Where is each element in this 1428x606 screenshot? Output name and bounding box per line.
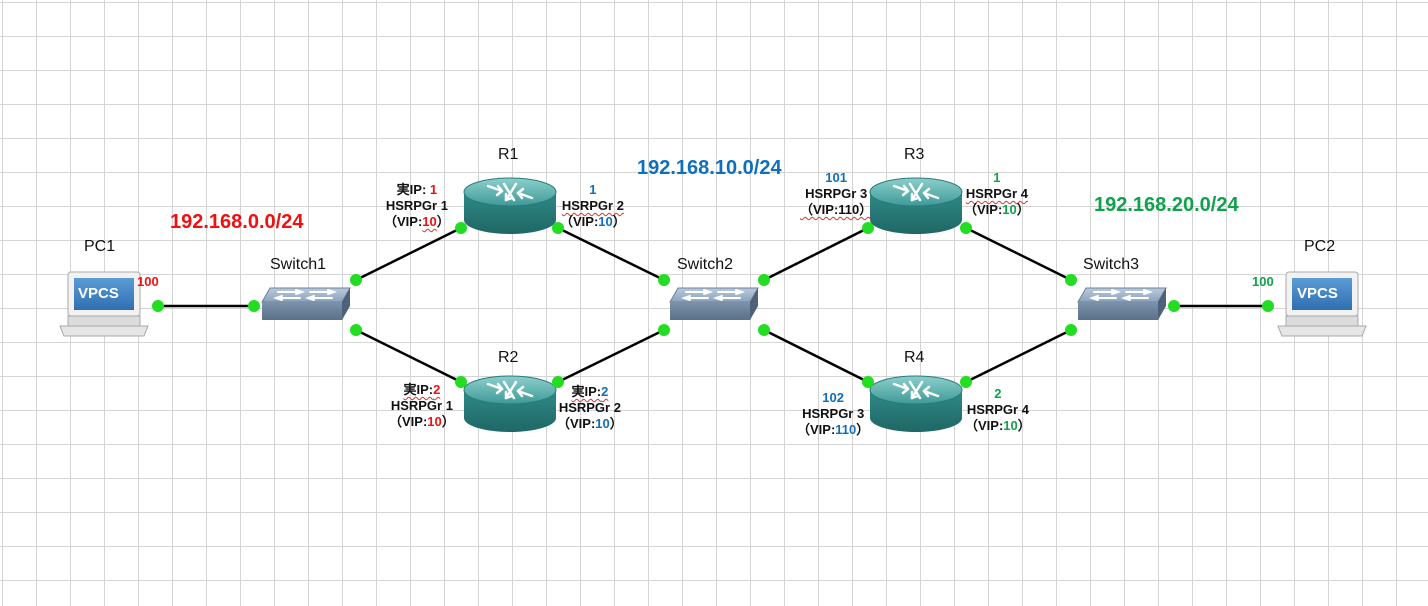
router-r1-icon[interactable] [462, 176, 558, 236]
r4-right-info: 2 HSRPGr 4 （VIP:10） [965, 386, 1031, 433]
switch3-icon[interactable] [1077, 287, 1167, 321]
r3-right-info: 1 HSRPGr 4 （VIP:10） [964, 170, 1030, 217]
port-dot [1262, 300, 1274, 312]
link-r3-switch3 [965, 226, 1072, 282]
r2-left-info: 実IP:2 HSRPGr 1 （VIP:10） [389, 382, 455, 429]
port-dot [455, 222, 467, 234]
r1-right-info: 1 HSRPGr 2 （VIP:10） [560, 182, 626, 229]
port-dots [152, 222, 1274, 388]
pc1-ip-label: 100 [137, 274, 159, 289]
port-dot [658, 324, 670, 336]
port-dot [455, 376, 467, 388]
port-dot [1065, 274, 1077, 286]
switch2-label: Switch2 [677, 256, 734, 273]
link-switch2-r3 [763, 226, 869, 282]
pc2-ip-label: 100 [1252, 274, 1274, 289]
vpcs-label: VPCS [1297, 285, 1338, 302]
r1-left-info: 実IP: 1 HSRPGr 1 （VIP:10） [384, 182, 450, 229]
port-dot [552, 376, 564, 388]
router-r4-icon[interactable] [868, 374, 964, 434]
links [158, 226, 1268, 384]
port-dot [862, 222, 874, 234]
router-r2-icon[interactable] [462, 374, 558, 434]
r1-label: R1 [498, 146, 519, 163]
port-dot [552, 222, 564, 234]
subnet-192-168-20-label: 192.168.20.0/24 [1094, 194, 1239, 216]
link-switch1-r2 [355, 328, 462, 384]
link-switch1-r1 [355, 226, 462, 282]
r4-label: R4 [904, 349, 925, 366]
port-dot [960, 222, 972, 234]
port-dot [248, 300, 260, 312]
subnet-192-168-10-label: 192.168.10.0/24 [637, 157, 782, 179]
link-r4-switch3 [965, 328, 1072, 384]
port-dot [758, 324, 770, 336]
pc2-label: PC2 [1304, 238, 1336, 255]
r3-label: R3 [904, 146, 925, 163]
r4-left-info: 102 HSRPGr 3 （VIP:110） [797, 390, 870, 437]
pc1-label: PC1 [84, 238, 116, 255]
port-dot [152, 300, 164, 312]
link-r1-switch2 [557, 226, 665, 282]
switch1-icon[interactable] [261, 287, 351, 321]
link-r2-switch2 [557, 328, 665, 384]
port-dot [350, 324, 362, 336]
switch2-icon[interactable] [669, 287, 759, 321]
pc2-icon[interactable] [1277, 271, 1367, 337]
port-dot [960, 376, 972, 388]
port-dot [1168, 300, 1180, 312]
switch1-label: Switch1 [270, 256, 327, 273]
port-dot [658, 274, 670, 286]
port-dot [350, 274, 362, 286]
subnet-192-168-0-label: 192.168.0.0/24 [170, 211, 304, 233]
r2-right-info: 実IP:2 HSRPGr 2 （VIP:10） [557, 384, 623, 431]
router-r3-icon[interactable] [868, 176, 964, 236]
link-switch2-r4 [763, 328, 869, 384]
vpcs-label: VPCS [78, 285, 119, 302]
switch3-label: Switch3 [1083, 256, 1140, 273]
r2-label: R2 [498, 349, 519, 366]
pc1-icon[interactable] [59, 271, 149, 337]
port-dot [862, 376, 874, 388]
port-dot [758, 274, 770, 286]
port-dot [1065, 324, 1077, 336]
r3-left-info: 101 HSRPGr 3 （VIP:110） [800, 170, 873, 217]
